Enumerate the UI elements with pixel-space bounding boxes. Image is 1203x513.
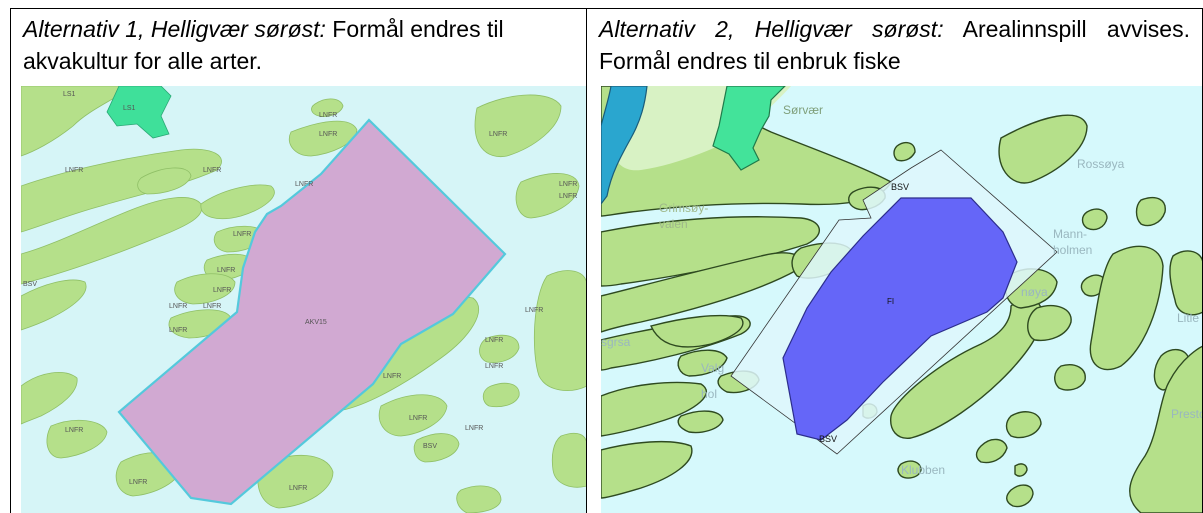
alternative-2-map[interactable]: Sørvær Rossøya Grimsøy- valen Mann- holm… xyxy=(601,86,1203,513)
label-valg: Valg xyxy=(701,361,724,375)
label-akv: AKV15 xyxy=(305,319,327,326)
label-lnfr: LNFR xyxy=(169,303,187,310)
label-lnfr: LNFR xyxy=(203,303,221,310)
alternative-1-map-cell: LS1 LS1 LNFR LNFR LNFR LNFR LNFR LNFR LN… xyxy=(10,85,587,513)
label-lnfr: LNFR xyxy=(489,131,507,138)
map-labels: Sørvær Rossøya Grimsøy- valen Mann- holm… xyxy=(601,103,1203,477)
label-bsv-top: BSV xyxy=(891,182,909,192)
label-sgrsa: sgrsa xyxy=(601,335,631,349)
label-rossoya: Rossøya xyxy=(1077,157,1125,171)
alternative-2-title: Alternativ 2, Helligvær sørøst: xyxy=(599,16,944,42)
label-bsv: BSV xyxy=(23,281,37,288)
fishing-zone[interactable] xyxy=(782,197,1018,441)
alternative-1-map[interactable]: LS1 LS1 LNFR LNFR LNFR LNFR LNFR LNFR LN… xyxy=(21,86,587,513)
label-lnfr: LNFR xyxy=(319,131,337,138)
label-holmen: holmen xyxy=(1053,243,1092,257)
alternative-1-text: Formål endres til akvakultur for alle ar… xyxy=(23,16,504,74)
label-lnfr: LNFR xyxy=(559,193,577,200)
label-klubben: Klubben xyxy=(901,463,945,477)
label-ls1: LS1 xyxy=(63,91,76,98)
aquaculture-zone[interactable] xyxy=(117,118,507,506)
label-lnfr: LNFR xyxy=(203,167,221,174)
label-lnfr: LNFR xyxy=(233,231,251,238)
alternative-2-map-cell: Sørvær Rossøya Grimsøy- valen Mann- holm… xyxy=(586,85,1203,513)
label-fi: FI xyxy=(887,297,894,306)
label-lnfr: LNFR xyxy=(129,479,147,486)
label-lnfr: LNFR xyxy=(485,363,503,370)
label-lnfr: LNFR xyxy=(213,287,231,294)
alternative-2-description: Alternativ 2, Helligvær sørøst: Arealinn… xyxy=(599,13,1190,77)
label-lnfr: LNFR xyxy=(65,167,83,174)
alternative-2-text: Arealinnspill avvises. Formål endres til… xyxy=(599,16,1190,74)
label-hol: hol xyxy=(701,387,717,401)
label-mann: Mann- xyxy=(1053,227,1087,241)
comparison-table: Alternativ 1, Helligvær sørøst: Formål e… xyxy=(10,8,1203,513)
label-presto: Presto xyxy=(1171,407,1203,421)
label-bsv-bottom: BSV xyxy=(819,434,837,444)
label-noya: nøya xyxy=(1021,285,1048,299)
label-lnfr: LNFR xyxy=(485,337,503,344)
alternative-1-header: Alternativ 1, Helligvær sørøst: Formål e… xyxy=(10,8,587,86)
label-grimsoy: Grimsøy- xyxy=(659,201,708,215)
label-lnfr: LNFR xyxy=(217,267,235,274)
label-ls1: LS1 xyxy=(123,105,136,112)
label-lnfr: LNFR xyxy=(289,485,307,492)
alternative-1-description: Alternativ 1, Helligvær sørøst: Formål e… xyxy=(23,13,574,77)
green-area xyxy=(712,86,786,171)
label-lnfr: LNFR xyxy=(169,327,187,334)
alternative-1-title: Alternativ 1, Helligvær sørøst: xyxy=(23,16,326,42)
label-lnfr: LNFR xyxy=(409,415,427,422)
label-valen: valen xyxy=(659,217,688,231)
label-litle: Litle xyxy=(1177,311,1199,325)
label-lnfr: LNFR xyxy=(559,181,577,188)
zone-labels: BSV BSV FI xyxy=(819,182,909,444)
label-lnfr: LNFR xyxy=(65,427,83,434)
ls-areas xyxy=(106,86,172,139)
label-bsv: BSV xyxy=(423,443,437,450)
map-labels: LS1 LS1 LNFR LNFR LNFR LNFR LNFR LNFR LN… xyxy=(23,91,577,492)
alternative-2-header: Alternativ 2, Helligvær sørøst: Arealinn… xyxy=(586,8,1203,86)
label-servaer: Sørvær xyxy=(783,103,823,117)
label-lnfr: LNFR xyxy=(383,373,401,380)
label-lnfr: LNFR xyxy=(465,425,483,432)
label-lnfr: LNFR xyxy=(295,181,313,188)
label-lnfr: LNFR xyxy=(319,112,337,119)
label-lnfr: LNFR xyxy=(525,307,543,314)
lake-area xyxy=(601,86,648,205)
